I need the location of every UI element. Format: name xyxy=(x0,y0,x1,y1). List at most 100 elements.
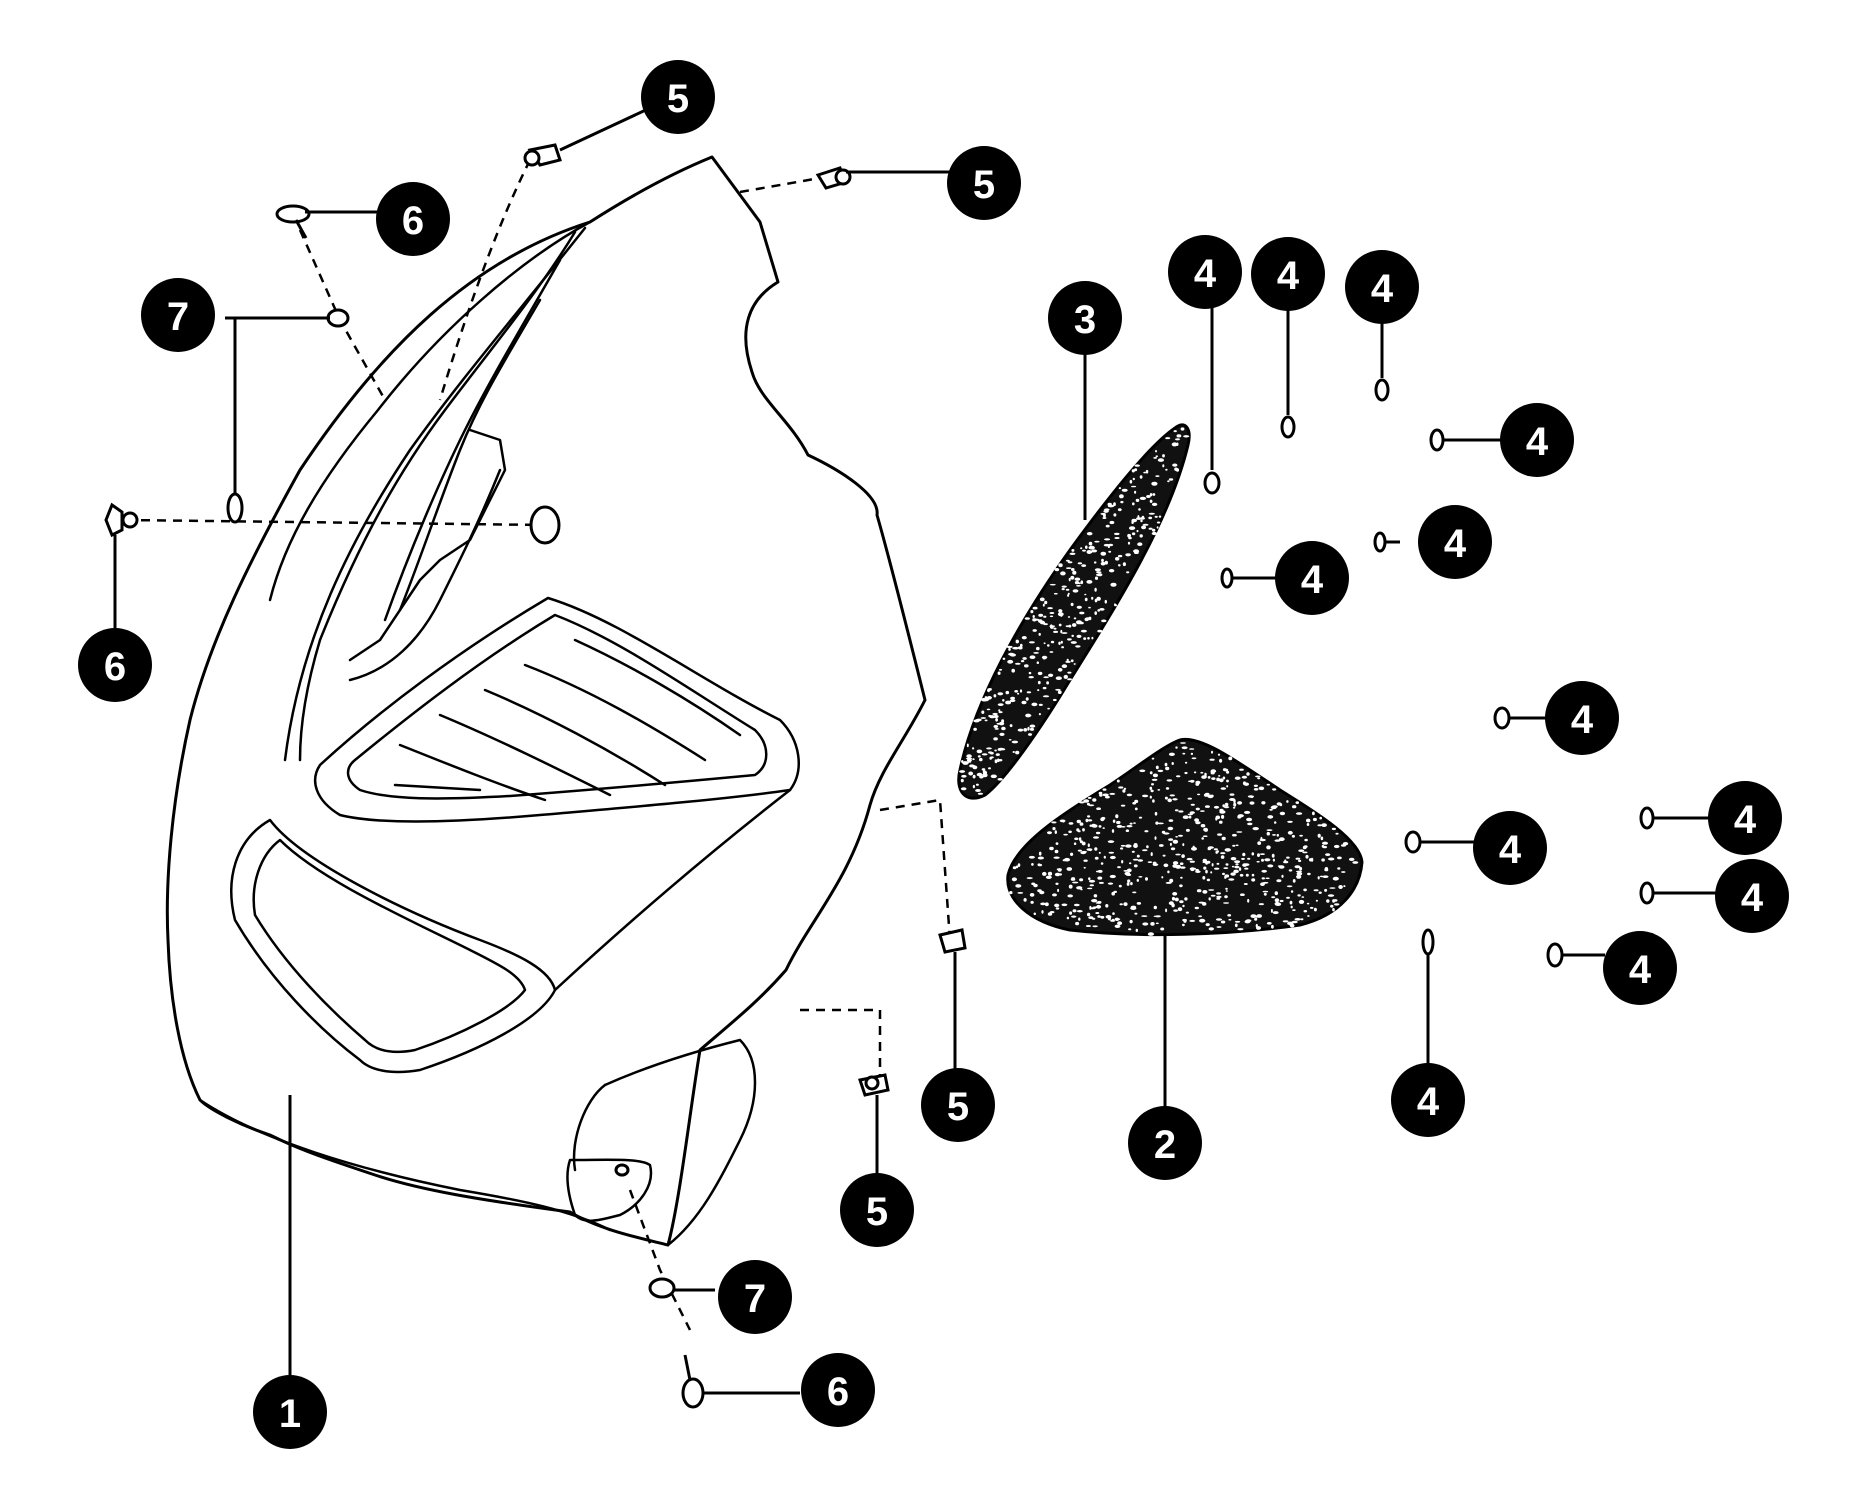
foam-speck xyxy=(1017,728,1024,732)
foam-speck xyxy=(1134,464,1140,467)
foam-speck xyxy=(1019,689,1023,693)
foam-speck xyxy=(1052,893,1057,897)
foam-speck xyxy=(1163,863,1169,868)
foam-speck xyxy=(1174,809,1179,812)
foam-speck xyxy=(1067,638,1072,641)
foam-speck xyxy=(999,732,1005,737)
foam-speck xyxy=(1141,515,1145,520)
foam-speck xyxy=(1183,435,1190,438)
foam-speck xyxy=(1079,878,1084,882)
clip-4l-icon xyxy=(1421,928,1435,956)
foam-speck xyxy=(1001,726,1006,731)
foam-speck xyxy=(1088,877,1091,881)
foam-speck xyxy=(1066,559,1070,562)
fairing-side-band-inner xyxy=(298,230,577,762)
foam-speck xyxy=(1030,610,1034,614)
foam-speck xyxy=(994,759,998,764)
foam-speck xyxy=(1317,876,1320,880)
lower-panel-outline xyxy=(230,818,557,1074)
foam-speck xyxy=(1027,726,1030,731)
foam-speck xyxy=(1066,867,1073,871)
foam-speck xyxy=(1131,469,1135,473)
foam-speck xyxy=(1185,911,1189,914)
foam-speck xyxy=(1315,899,1318,902)
foam-speck xyxy=(1043,676,1049,679)
callout-7b: 7 xyxy=(718,1260,792,1334)
callout-4c-label: 4 xyxy=(1371,267,1394,311)
foam-speck xyxy=(1076,585,1081,587)
foam-speck xyxy=(1251,873,1255,877)
foam-speck xyxy=(1119,903,1123,906)
foam-speck xyxy=(1020,643,1023,648)
foam-speck xyxy=(1231,865,1235,868)
foam-speck xyxy=(1165,881,1172,884)
lower-lip-curve xyxy=(572,1083,607,1172)
foam-speck xyxy=(1223,902,1230,904)
foam-speck xyxy=(1080,580,1084,585)
foam-speck xyxy=(1085,818,1089,823)
foam-speck xyxy=(1246,817,1253,822)
foam-speck xyxy=(1099,794,1103,797)
foam-speck xyxy=(1181,854,1185,858)
foam-speck xyxy=(1054,830,1058,834)
foam-speck xyxy=(1011,740,1019,744)
foam-speck xyxy=(1083,799,1090,803)
foam-speck xyxy=(1010,696,1015,700)
foam-speck xyxy=(1088,541,1093,546)
foam-speck xyxy=(1180,427,1185,431)
foam-speck xyxy=(1190,752,1194,756)
foam-speck xyxy=(1224,848,1232,852)
foam-speck xyxy=(1264,858,1271,862)
callout-4b-label: 4 xyxy=(1277,254,1300,298)
foam-speck xyxy=(1104,599,1108,604)
foam-speck xyxy=(1312,811,1315,816)
foam-speck xyxy=(1279,811,1286,816)
foam-speck xyxy=(1061,585,1067,588)
callout-5c: 5 xyxy=(921,1068,995,1142)
foam-speck xyxy=(1321,823,1327,827)
foam-speck xyxy=(1189,867,1197,870)
foam-texture xyxy=(959,427,1190,795)
foam-speck xyxy=(1158,515,1162,518)
foam-speck xyxy=(1095,902,1100,904)
foam-speck xyxy=(1143,471,1147,474)
foam-speck xyxy=(1031,702,1038,707)
screw-6c-icon xyxy=(681,1354,705,1409)
foam-speck xyxy=(1219,758,1223,763)
foam-speck xyxy=(1204,805,1210,808)
foam-speck xyxy=(972,747,975,750)
foam-speck xyxy=(1175,438,1180,441)
foam-speck xyxy=(1060,640,1063,644)
foam-speck xyxy=(1076,605,1082,609)
foam-speck xyxy=(1257,841,1262,845)
foam-speck xyxy=(1058,873,1062,876)
foam-speck xyxy=(1164,762,1168,767)
foam-speck xyxy=(1116,779,1120,783)
foam-speck xyxy=(962,761,969,765)
foam-speck xyxy=(1162,854,1166,857)
foam-speck xyxy=(1129,479,1133,484)
foam-speck xyxy=(1145,469,1149,474)
foam-speck xyxy=(1125,844,1132,848)
foam-speck xyxy=(1084,617,1089,622)
foam-speck xyxy=(1117,508,1122,512)
foam-speck xyxy=(1033,912,1037,916)
foam-speck xyxy=(1041,910,1044,914)
vent-slat-5 xyxy=(398,743,547,802)
foam-speck xyxy=(1139,534,1143,538)
foam-speck xyxy=(1062,859,1068,862)
foam-speck xyxy=(1202,902,1207,906)
foam-speck xyxy=(1067,594,1070,597)
foam-pad-elongated-part xyxy=(957,423,1191,800)
foam-speck xyxy=(1207,794,1214,799)
foam-speck xyxy=(1071,549,1075,552)
foam-speck xyxy=(989,715,996,719)
foam-speck xyxy=(1256,914,1262,918)
foam-speck xyxy=(1029,724,1036,728)
foam-speck xyxy=(1088,879,1096,883)
foam-speck xyxy=(1255,775,1261,778)
foam-speck xyxy=(988,767,991,770)
lower-lip-pocket xyxy=(566,1158,653,1222)
foam-speck xyxy=(1241,857,1245,860)
